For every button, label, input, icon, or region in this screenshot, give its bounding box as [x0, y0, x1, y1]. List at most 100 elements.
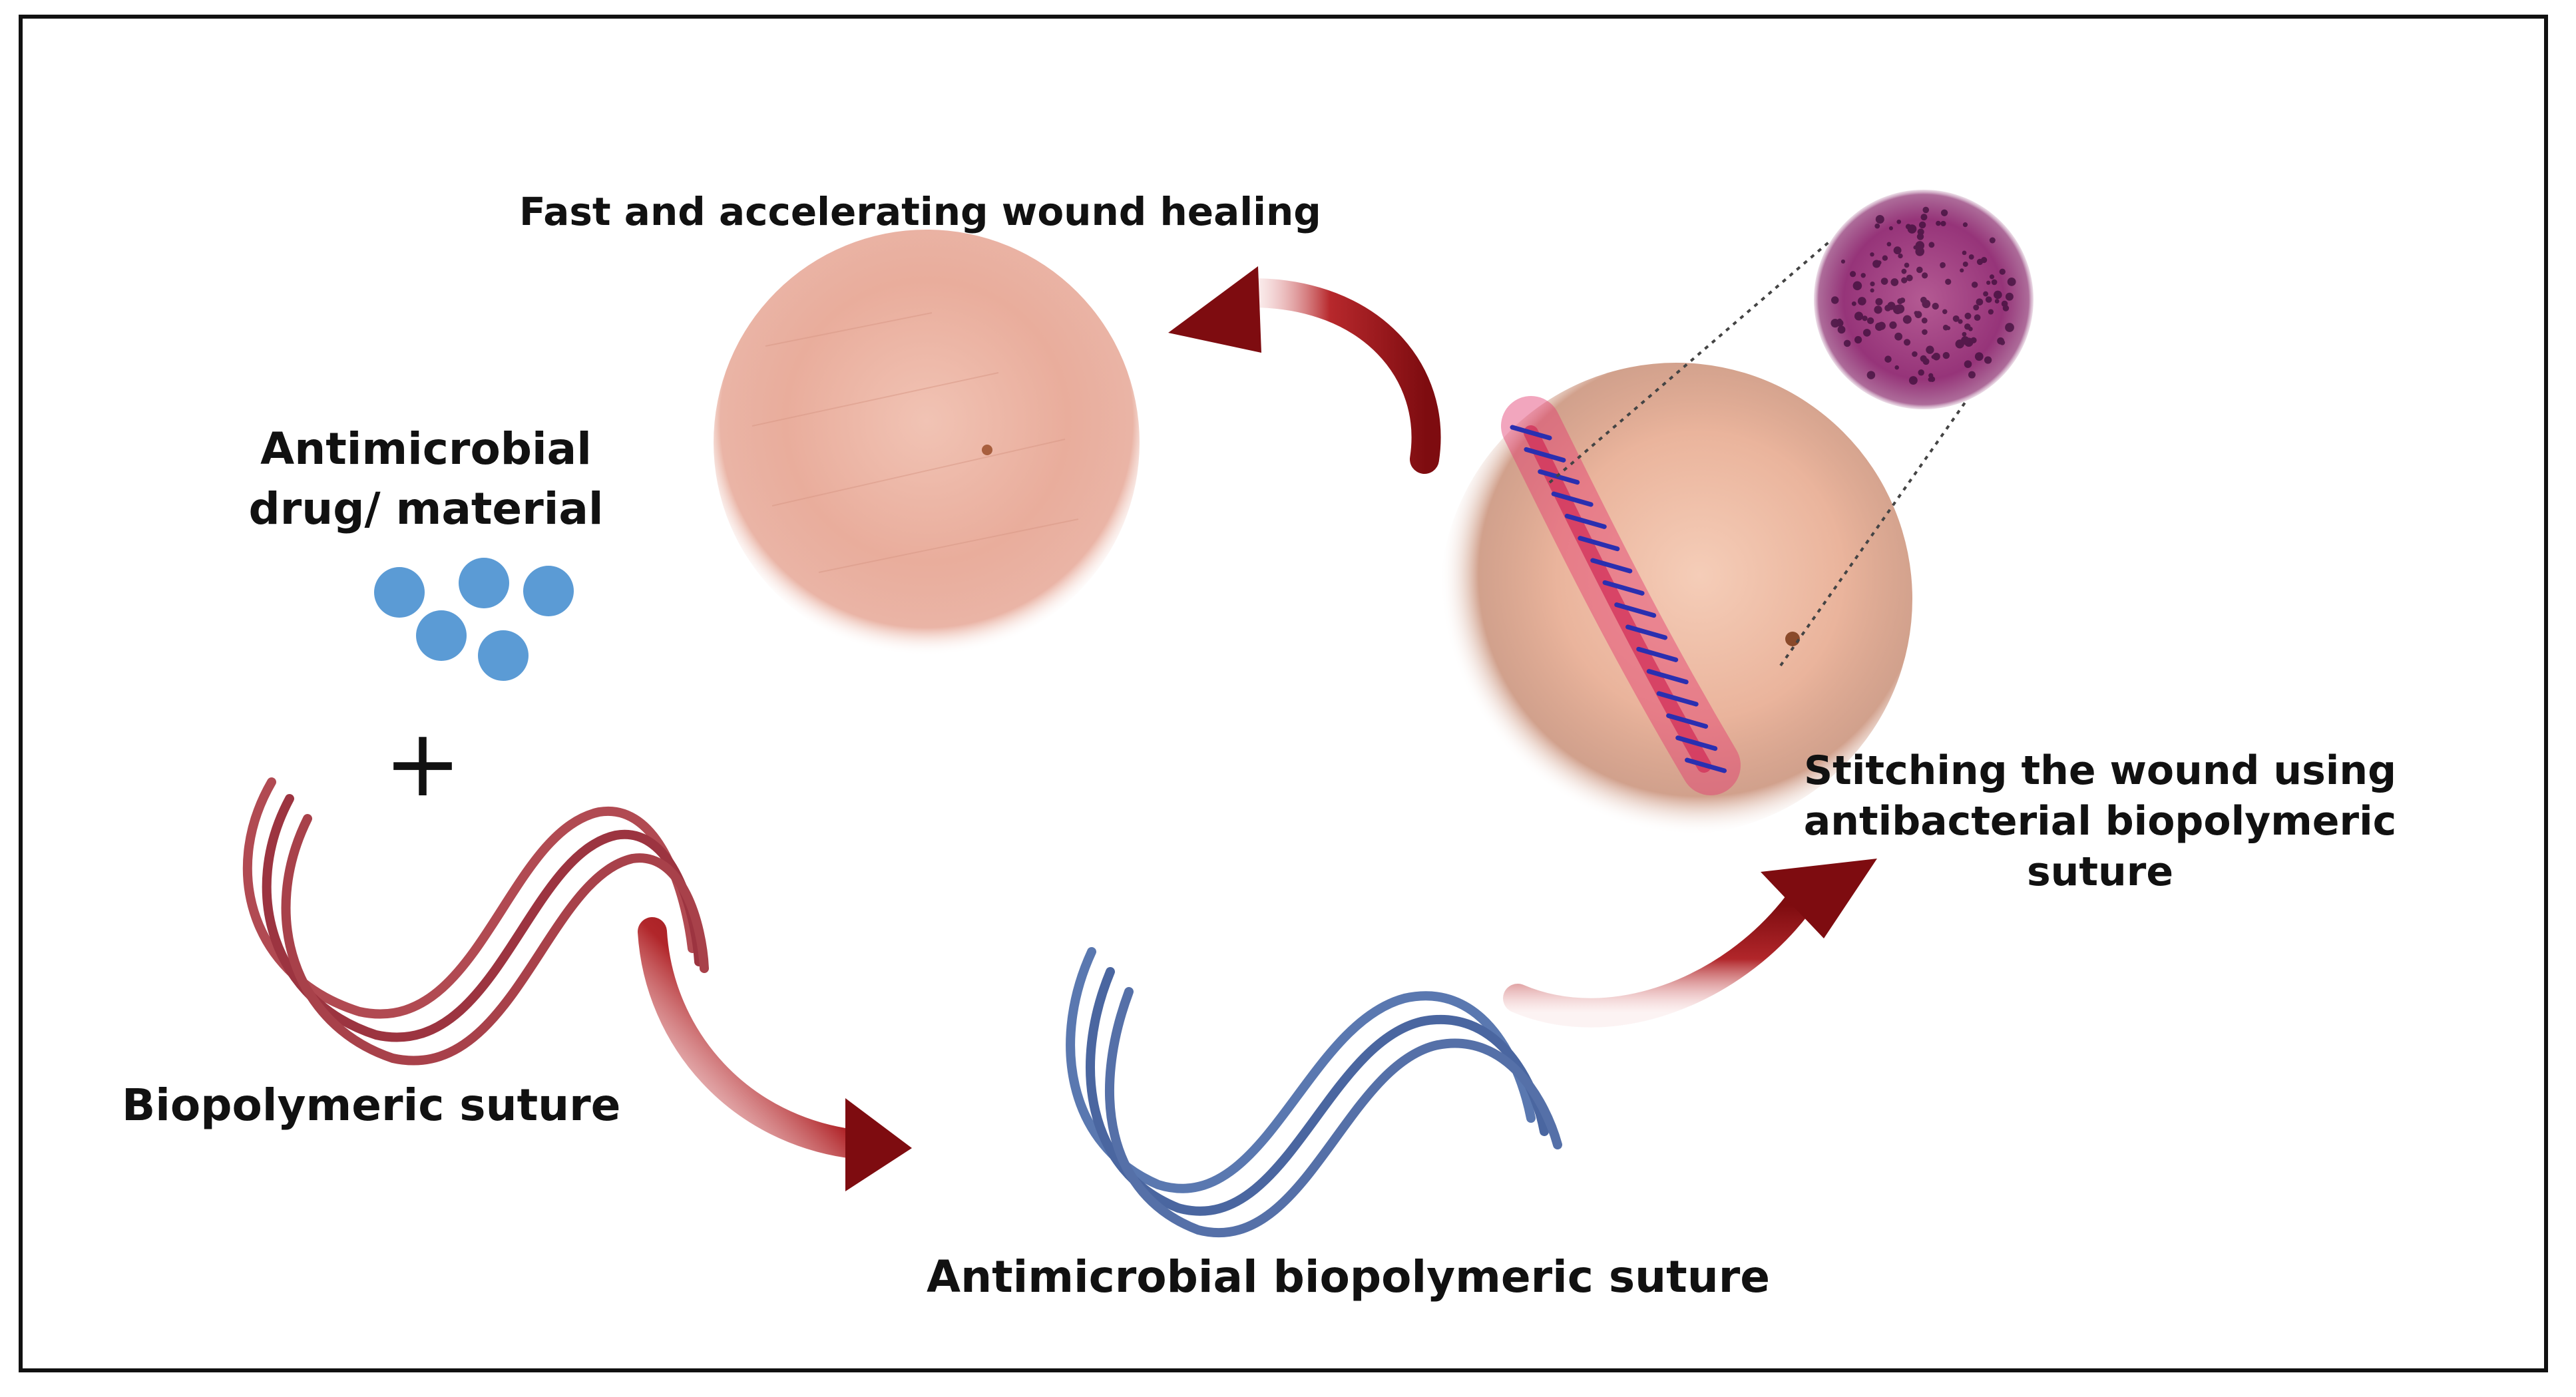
- cell-nucleus: [1928, 242, 1935, 248]
- cell-nucleus: [1991, 279, 1998, 286]
- stitch-mark: [1675, 735, 1718, 751]
- stitch-mark: [1614, 602, 1657, 618]
- cell-nucleus: [1889, 321, 1897, 329]
- cell-nucleus: [1917, 228, 1924, 236]
- curved-arrow-icon: [1168, 266, 1441, 474]
- drug-label: Antimicrobial drug/ material: [213, 419, 639, 539]
- stitch-mark: [1510, 425, 1552, 441]
- cell-nucleus: [1908, 376, 1918, 385]
- drug-dot-icon: [416, 610, 467, 661]
- sutured-wound-image: [1440, 363, 1912, 835]
- stitching-label-line1: Stitching the wound using: [1803, 747, 2397, 794]
- cell-nucleus: [1913, 245, 1918, 250]
- cell-nucleus: [1989, 237, 1996, 244]
- cell-nucleus: [1921, 317, 1928, 323]
- cell-nucleus: [1837, 318, 1842, 323]
- cell-nucleus: [1882, 255, 1888, 261]
- cell-nucleus: [1999, 268, 2006, 275]
- cell-nucleus: [1893, 246, 1902, 255]
- cell-nucleus: [1964, 360, 1972, 368]
- cell-nucleus: [1894, 332, 1903, 341]
- cell-nucleus: [1886, 242, 1892, 247]
- histology-image: [1814, 190, 2034, 409]
- cell-nucleus: [1962, 222, 1968, 228]
- cell-nucleus: [1996, 292, 2002, 298]
- cell-nucleus: [1854, 311, 1864, 321]
- drug-dot-icon: [459, 558, 509, 608]
- cell-nucleus: [1994, 299, 2000, 303]
- cell-nucleus: [1840, 259, 1846, 264]
- cell-nucleus: [1970, 337, 1977, 343]
- cell-nucleus: [1922, 329, 1928, 335]
- cell-nucleus: [1973, 304, 1980, 311]
- cell-nucleus: [1866, 371, 1876, 379]
- cell-nucleus: [1914, 311, 1918, 315]
- cell-nucleus: [1876, 260, 1882, 265]
- cell-nucleus: [2002, 305, 2010, 311]
- drug-label-line1: Antimicrobial: [260, 423, 592, 475]
- cell-nucleus: [1922, 272, 1928, 279]
- cell-nucleus: [1931, 355, 1936, 359]
- stitch-mark: [1538, 469, 1580, 485]
- drug-dot-icon: [523, 566, 574, 616]
- cell-nucleus: [1964, 312, 1972, 319]
- biopolymeric-suture-label: Biopolymeric suture: [122, 1080, 621, 1131]
- cell-nucleus: [1945, 278, 1952, 286]
- cell-nucleus: [1962, 331, 1967, 337]
- cell-nucleus: [1942, 309, 1948, 314]
- cell-nucleus: [2005, 323, 2014, 332]
- cell-nucleus: [1904, 262, 1910, 268]
- cell-nucleus: [1968, 371, 1976, 379]
- cell-nucleus: [1901, 277, 1908, 284]
- cell-nucleus: [1851, 301, 1856, 306]
- stitch-mark: [1590, 558, 1633, 574]
- cell-nucleus: [1901, 268, 1907, 274]
- cell-nucleus: [1971, 282, 1978, 288]
- cell-nucleus: [1920, 296, 1927, 303]
- cell-nucleus: [1916, 266, 1923, 274]
- cell-nucleus: [1880, 278, 1888, 285]
- red-suture-icon: [242, 777, 709, 1066]
- stitch-mark: [1578, 536, 1620, 552]
- antimicrobial-suture-label: Antimicrobial biopolymeric suture: [927, 1251, 1771, 1302]
- cell-nucleus: [1907, 224, 1917, 234]
- cell-nucleus: [1875, 298, 1883, 305]
- cell-nucleus: [1940, 220, 1946, 227]
- plus-sign: +: [383, 709, 461, 818]
- cell-nucleus: [1850, 271, 1856, 278]
- stitch-mark: [1646, 669, 1689, 685]
- cell-nucleus: [1875, 322, 1884, 331]
- cell-nucleus: [1958, 319, 1963, 324]
- stitch-mark: [1636, 646, 1679, 662]
- stitching-label: Stitching the wound using antibacterial …: [1727, 745, 2473, 897]
- cell-nucleus: [1830, 319, 1840, 328]
- stitch-mark: [1524, 447, 1566, 463]
- cell-nucleus: [2000, 339, 2006, 345]
- cell-nucleus: [1858, 297, 1866, 304]
- cell-nucleus: [1976, 298, 1984, 306]
- cell-nucleus: [1940, 262, 1946, 268]
- cell-nucleus: [1902, 315, 1912, 324]
- cell-nucleus: [1918, 221, 1926, 229]
- cell-nucleus: [1986, 280, 1991, 285]
- cell-nucleus: [1920, 214, 1928, 221]
- cell-nucleus: [1942, 351, 1950, 359]
- cell-nucleus: [1983, 291, 1989, 297]
- cell-nucleus: [1884, 355, 1892, 363]
- cell-nucleus: [1843, 339, 1851, 347]
- cell-nucleus: [1895, 304, 1905, 313]
- stitch-mark: [1666, 713, 1709, 729]
- cell-nucleus: [1985, 296, 1992, 303]
- cell-nucleus: [1968, 254, 1974, 260]
- drug-dot-icon: [478, 630, 529, 681]
- cell-nucleus: [1929, 376, 1936, 382]
- cell-nucleus: [1866, 317, 1874, 325]
- cell-nucleus: [1984, 356, 1992, 364]
- cell-nucleus: [1962, 250, 1967, 256]
- cell-nucleus: [2005, 292, 2014, 301]
- curved-arrow-icon: [1503, 859, 1877, 1028]
- drug-dots: [374, 558, 574, 681]
- stitch-mark: [1625, 624, 1668, 640]
- cell-nucleus: [1862, 315, 1868, 321]
